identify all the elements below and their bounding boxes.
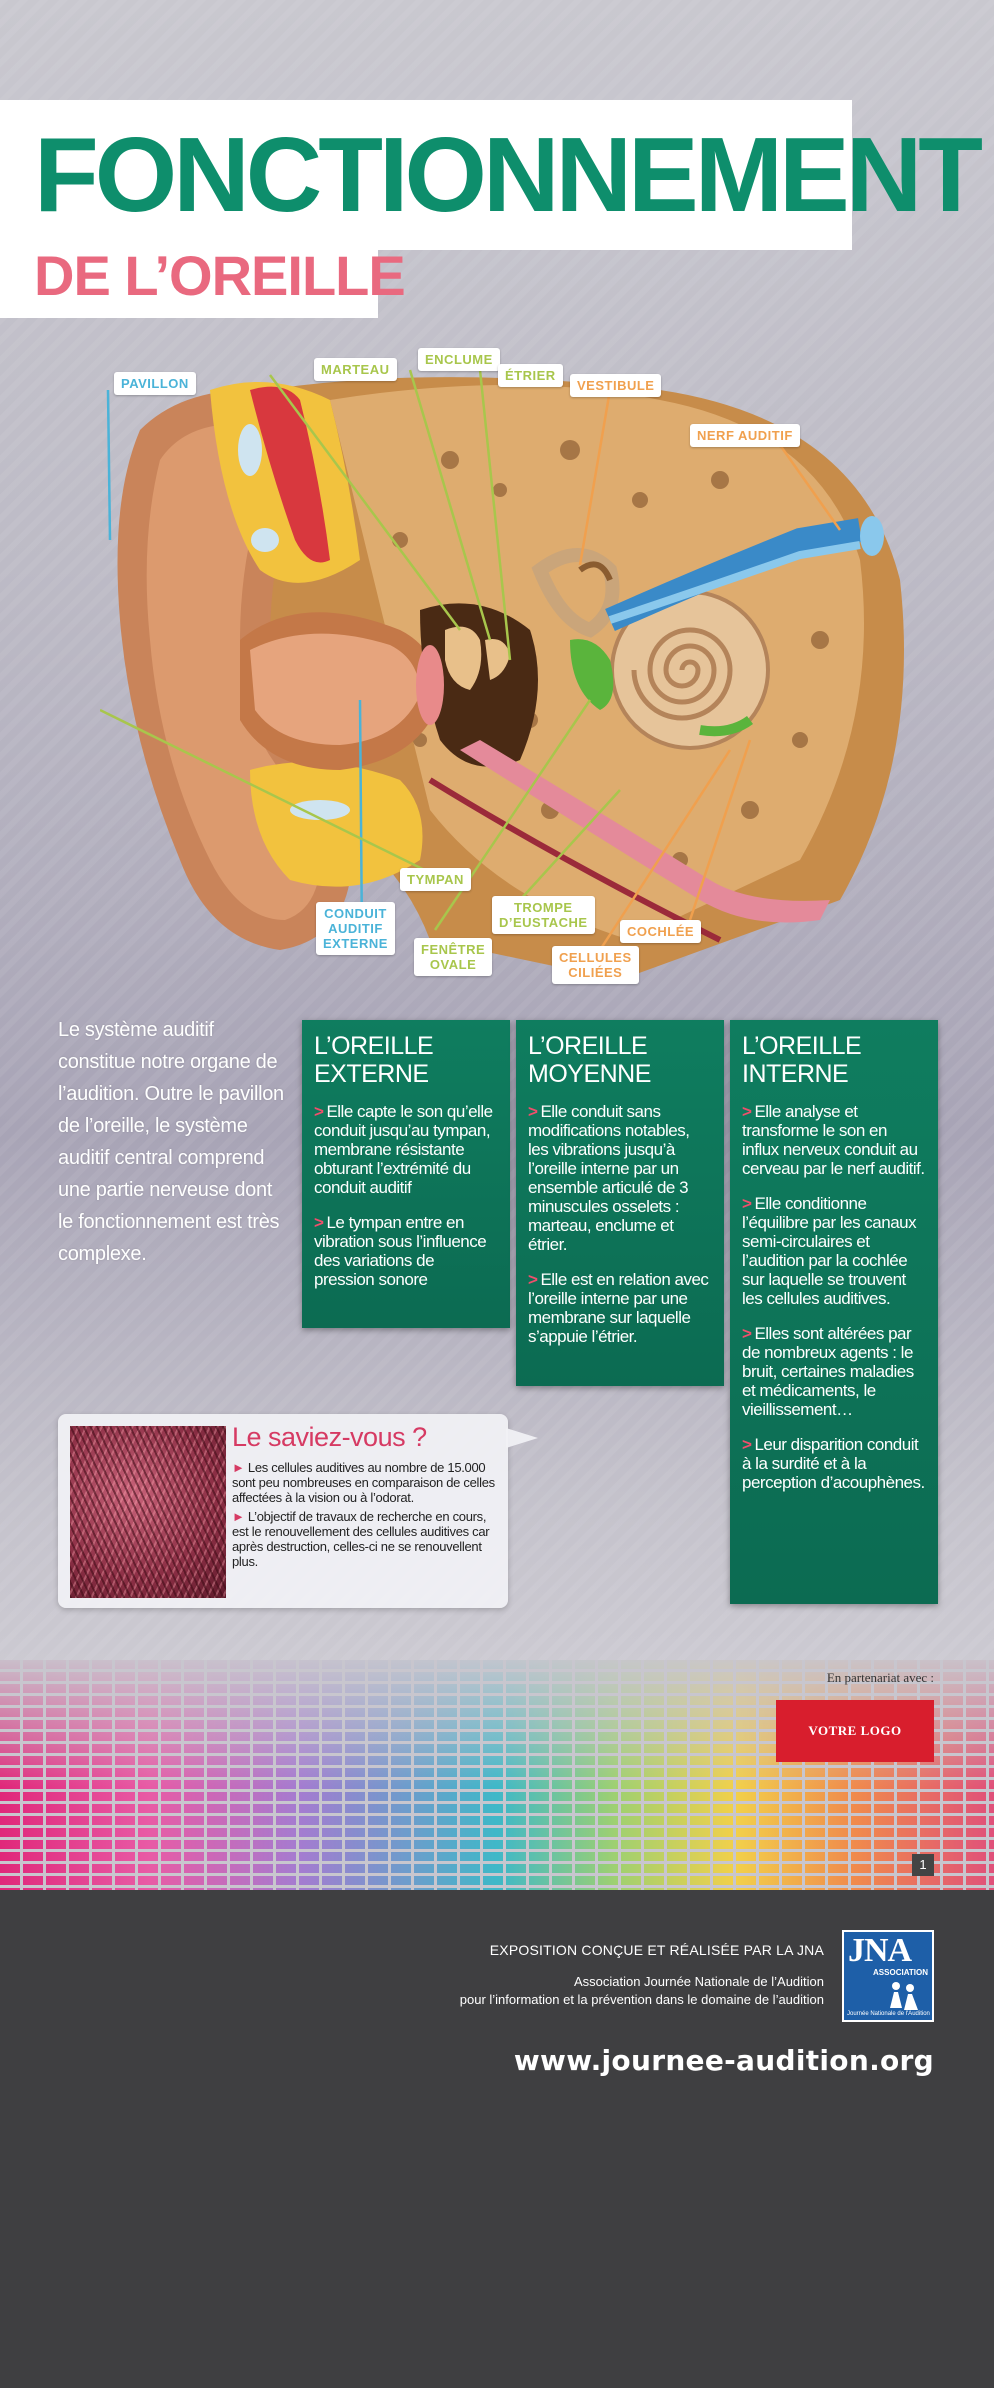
- label-conduit-auditif-externe: CONDUIT AUDITIF EXTERNE: [316, 902, 395, 955]
- column-item: >Elle est en relation avec l’oreille int…: [528, 1270, 709, 1346]
- column-item: >Elle analyse et transforme le son en in…: [742, 1102, 925, 1178]
- label-pavillon: PAVILLON: [114, 372, 196, 395]
- speech-bubble-tail: [506, 1428, 538, 1448]
- title-box: [0, 100, 852, 250]
- page-title: FONCTIONNEMENT: [34, 116, 983, 234]
- column-item: >Elles sont altérées par de nombreux age…: [742, 1324, 914, 1419]
- page-number: 1: [912, 1854, 934, 1876]
- footer-mission: pour l’information et la prévention dans…: [459, 1992, 824, 2007]
- intro-text: Le système auditif constitue notre organ…: [58, 1019, 284, 1265]
- label-nerf-auditif: NERF AUDITIF: [690, 424, 800, 447]
- label-tympan: TYMPAN: [400, 868, 471, 891]
- label-trompe-eustache: TROMPE D’EUSTACHE: [492, 896, 595, 934]
- label-marteau: MARTEAU: [314, 358, 397, 381]
- partner-label: En partenariat avec :: [826, 1670, 934, 1685]
- column-item: >Elle capte le son qu’elle conduit jusqu…: [314, 1102, 493, 1197]
- label-enclume: ENCLUME: [418, 348, 500, 371]
- website-link[interactable]: www.journee-audition.org: [513, 2044, 934, 2077]
- saviez-vous-box: Le saviez-vous ? ► Les cellules auditive…: [58, 1414, 538, 1608]
- people-icon: [890, 1982, 918, 2010]
- page-subtitle: DE L’OREILLE: [34, 244, 406, 307]
- saviez-item: ► L’objectif de travaux de recherche en …: [232, 1509, 490, 1569]
- partner-logo-placeholder[interactable]: VOTRE LOGO: [776, 1700, 934, 1762]
- poster-background: FONCTIONNEMENT DE L’OREILLE: [0, 0, 994, 1890]
- equalizer-band: [0, 1660, 994, 1890]
- saviez-item: ► Les cellules auditives au nombre de 15…: [232, 1460, 495, 1505]
- footer-association: Association Journée Nationale de l’Audit…: [573, 1974, 824, 1989]
- ear-anatomy-illustration: [100, 369, 904, 980]
- column-item: >Le tympan entre en vibration sous l’inf…: [314, 1213, 487, 1289]
- label-cellules-ciliees: CELLULES CILIÉES: [552, 946, 639, 984]
- label-etrier: ÉTRIER: [498, 364, 563, 387]
- label-fenetre-ovale: FENÊTRE OVALE: [414, 938, 493, 976]
- subtitle-box: [0, 232, 378, 318]
- column-item: >Leur disparition conduit à la surdité e…: [742, 1435, 925, 1492]
- saviez-vous-title: Le saviez-vous ?: [232, 1422, 427, 1452]
- footer-exposition: EXPOSITION CONÇUE ET RÉALISÉE PAR LA JNA: [489, 1942, 824, 1958]
- label-cochlee: COCHLÉE: [620, 920, 702, 943]
- column-item: >Elle conditionne l’équilibre par les ca…: [742, 1194, 917, 1308]
- column-item: >Elle conduit sans modifications notable…: [528, 1102, 690, 1254]
- saviez-vous-text: ► Les cellules auditives au nombre de 15…: [232, 1460, 500, 1573]
- jna-logo: JNA ASSOCIATION Journée Nationale de l'A…: [842, 1930, 934, 2022]
- label-vestibule: VESTIBULE: [570, 374, 662, 397]
- hair-cells-image: [70, 1426, 226, 1598]
